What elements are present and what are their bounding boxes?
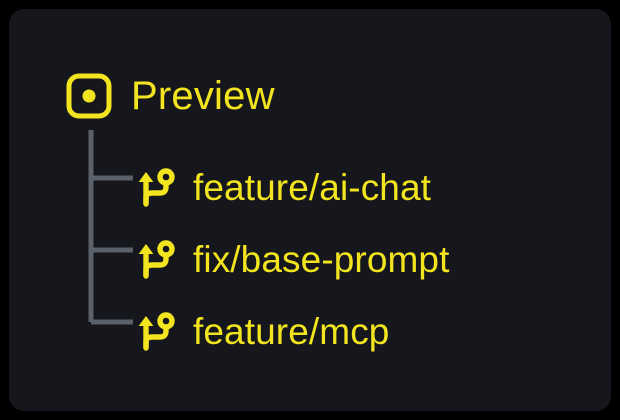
branch-label: fix/base-prompt xyxy=(193,238,450,280)
branch-label: feature/mcp xyxy=(193,310,390,352)
preview-square-dot-icon xyxy=(66,73,112,119)
branch-item[interactable]: feature/ai-chat xyxy=(133,160,431,214)
branch-item[interactable]: feature/mcp xyxy=(133,304,389,358)
branch-label: feature/ai-chat xyxy=(193,166,432,208)
git-branch-icon xyxy=(138,240,175,279)
git-branch-icon xyxy=(138,168,175,207)
git-branch-icon xyxy=(138,312,175,351)
branch-tree: Preview feature/ai-chat fix/base-prompt xyxy=(9,9,611,411)
tree-root-item[interactable]: Preview xyxy=(65,65,275,127)
branch-item[interactable]: fix/base-prompt xyxy=(133,232,450,286)
tree-root-label: Preview xyxy=(131,74,275,118)
preview-branches-card: Preview feature/ai-chat fix/base-prompt xyxy=(9,9,611,411)
